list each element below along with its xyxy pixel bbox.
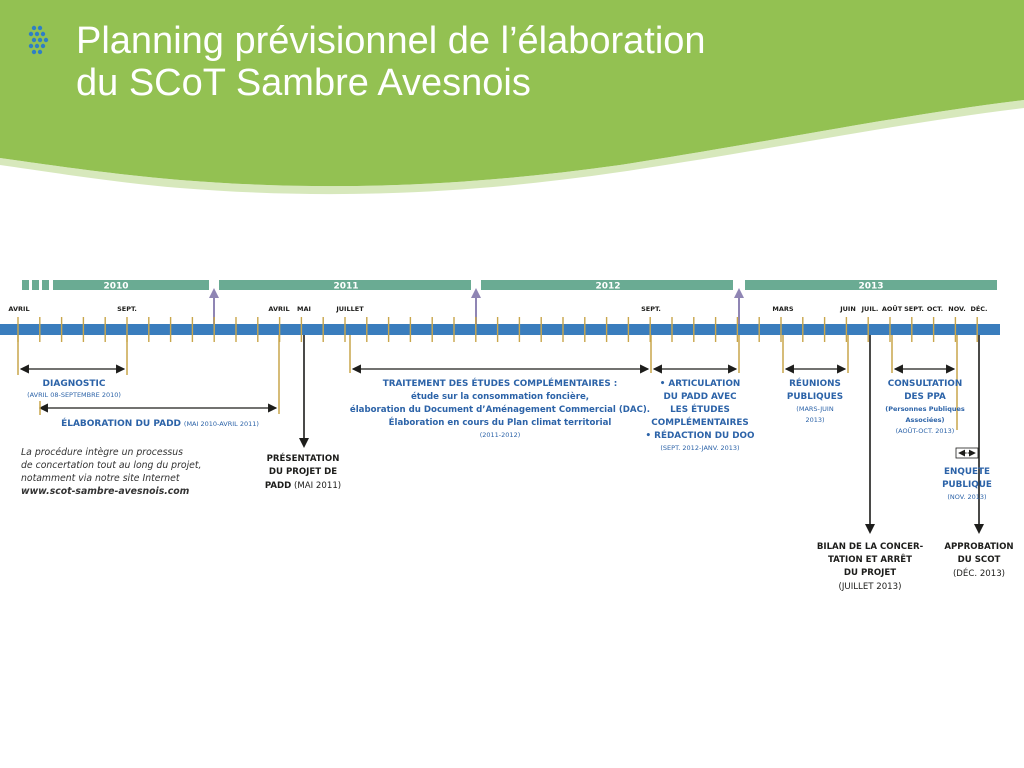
month-label-sept-2010: SEPT. <box>117 305 137 313</box>
bilan-line-1: BILAN DE LA CONCER- <box>817 542 924 552</box>
month-label-sept-2012: SEPT. <box>641 305 661 313</box>
month-label-dec-2013: DÉC. <box>970 304 987 313</box>
month-label-nov-2013: NOV. <box>948 305 965 313</box>
timeline-axis-bar <box>0 324 1000 335</box>
padd-title: ÉLABORATION DU PADD <box>61 417 181 429</box>
presentation-padd: PADD <box>265 481 291 491</box>
padd-dates: (MAI 2010-AVRIL 2011) <box>184 420 259 428</box>
month-label-juin-2013: JUIN <box>839 305 856 313</box>
slide-title-line-2: du SCoT Sambre Avesnois <box>76 62 531 104</box>
reunions-dates-1: (MARS-JUIN <box>796 405 834 413</box>
year-label-2010: 2010 <box>103 282 128 292</box>
enquete-dates: (NOV. 2013) <box>947 493 986 501</box>
articulation-dates: (SEPT. 2012-JANV. 2013) <box>660 444 739 452</box>
month-label-juil-2013: JUIL. <box>861 305 879 313</box>
approbation-line-2: DU SCOT <box>958 555 1001 565</box>
website-link[interactable]: www.scot-sambre-avesnois.com <box>21 486 190 497</box>
note-line-3: notamment via notre site Internet <box>21 473 180 484</box>
diagnostic-title: DIAGNOSTIC <box>43 379 106 389</box>
month-label-avril-2011: AVRIL <box>268 305 289 313</box>
month-label-avril-2010: AVRIL <box>8 305 29 313</box>
month-ticks <box>17 317 978 342</box>
consultation-line-1: CONSULTATION <box>888 379 962 389</box>
consultation-detail-1: (Personnes Publiques <box>885 405 965 413</box>
note-line-1: La procédure intègre un processus <box>21 447 184 458</box>
presentation-date: (MAI 2011) <box>291 481 341 491</box>
year-band-stub-3 <box>42 280 49 290</box>
month-label-juillet-2011: JUILLET <box>335 305 364 313</box>
articulation-line-2: DU PADD AVEC <box>663 392 736 402</box>
month-label-mai-2011: MAI <box>297 305 311 313</box>
enquete-line-2: PUBLIQUE <box>942 480 992 490</box>
approbation-line-1: APPROBATION <box>944 542 1013 552</box>
bilan-line-2: TATION ET ARRÊT <box>828 553 912 565</box>
slide-title: Planning prévisionnel de l’élaboration d… <box>76 20 706 104</box>
month-label-mars-2013: MARS <box>772 305 794 313</box>
year-band-stub-2 <box>32 280 39 290</box>
consultation-dates: (AOÛT-OCT. 2013) <box>896 426 955 435</box>
month-label-sept-2013: SEPT. <box>904 305 924 313</box>
reunions-dates-2: 2013) <box>805 416 824 424</box>
year-band-2011 <box>219 280 471 290</box>
consultation-line-2: DES PPA <box>904 392 946 402</box>
traitement-line-2: étude sur la consommation foncière, <box>411 391 589 402</box>
presentation-line-3: PADD (MAI 2011) <box>265 481 341 491</box>
traitement-line-4: Élaboration en cours du Plan climat terr… <box>389 416 612 428</box>
enquete-duration-label: 1 <box>965 452 969 458</box>
presentation-line-1: PRÉSENTATION <box>267 452 340 464</box>
year-band-stub-1 <box>22 280 29 290</box>
articulation-line-3: LES ÉTUDES <box>670 403 730 415</box>
traitement-dates: (2011-2012) <box>480 431 521 439</box>
month-label-aout-2013: AOÛT <box>882 304 903 313</box>
reunions-line-2: PUBLIQUES <box>787 392 843 402</box>
bilan-date: (JUILLET 2013) <box>839 582 902 592</box>
padd-label: ÉLABORATION DU PADD (MAI 2010-AVRIL 2011… <box>61 417 259 429</box>
consultation-detail-2: Associées) <box>906 416 945 424</box>
year-band-2012 <box>481 280 733 290</box>
enquete-line-1: ENQUETE <box>944 467 990 477</box>
year-label-2013: 2013 <box>858 282 883 292</box>
articulation-line-5: • RÉDACTION DU DOO <box>646 429 755 441</box>
articulation-line-4: COMPLÉMENTAIRES <box>651 416 748 428</box>
dot-grid-icon <box>28 25 49 55</box>
reunions-line-1: RÉUNIONS <box>789 377 841 389</box>
year-label-2012: 2012 <box>595 282 620 292</box>
presentation-line-2: DU PROJET DE <box>269 467 337 477</box>
slide-title-line-1: Planning prévisionnel de l’élaboration <box>76 20 706 62</box>
year-band-2010 <box>53 280 209 290</box>
note-line-2: de concertation tout au long du projet, <box>21 460 202 471</box>
bilan-line-3: DU PROJET <box>844 568 896 578</box>
month-label-oct-2013: OCT. <box>927 305 943 313</box>
diagnostic-dates: (AVRIL 08-SEPTEMBRE 2010) <box>27 391 121 399</box>
concertation-note: La procédure intègre un processus de con… <box>21 446 211 498</box>
traitement-line-3: élaboration du Document d’Aménagement Co… <box>350 404 650 415</box>
slide-header-band <box>0 0 1024 195</box>
articulation-line-1: • ARTICULATION <box>660 379 741 389</box>
phase-boundary-markers <box>17 335 958 430</box>
year-band-2013 <box>745 280 997 290</box>
year-label-2011: 2011 <box>333 282 358 292</box>
approbation-date: (DÉC. 2013) <box>953 567 1005 579</box>
traitement-title: TRAITEMENT DES ÉTUDES COMPLÉMENTAIRES : <box>383 377 618 389</box>
